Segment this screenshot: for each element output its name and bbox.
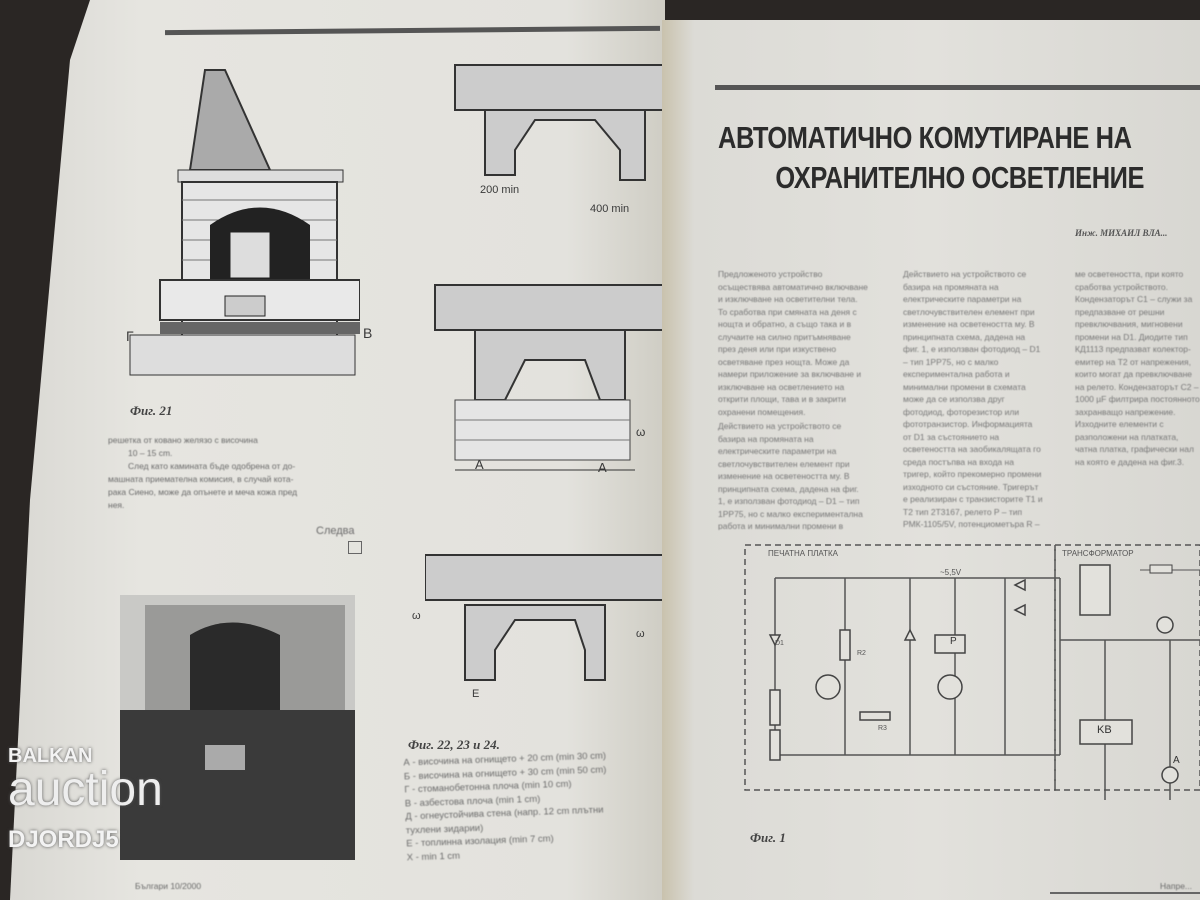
dim-omega: ω	[636, 425, 646, 439]
article-title: АВТОМАТИЧНО КОМУТИРАНЕ НА ОХРАНИТЕЛНО ОС…	[718, 118, 1145, 198]
dim-200: 200 min	[480, 184, 520, 196]
watermark-line-2: auction	[8, 763, 163, 816]
watermark-line-1: BALKAN	[8, 745, 93, 767]
article-column-1: Предложеното устройство осъществява авто…	[718, 268, 868, 530]
title-line-1: АВТОМАТИЧНО КОМУТИРАНЕ НА	[718, 120, 1132, 155]
relay-label: P	[950, 636, 957, 647]
title-line-2: ОХРАНИТЕЛНО ОСВЕТЛЕНИЕ	[775, 160, 1145, 195]
footer-rule	[1050, 892, 1200, 894]
fig22-caption: Фиг. 22, 23 и 24.	[408, 737, 500, 752]
fig22-24-drawings	[425, 64, 665, 681]
author: Инж. МИХАИЛ ВЛА...	[1075, 228, 1168, 238]
dim-omega-3: ω	[636, 628, 645, 640]
fig21-label-v: В	[363, 325, 373, 341]
right-footer: Напре...	[1160, 881, 1193, 891]
column-text: Действието на устройството се базира на …	[718, 421, 863, 530]
column-text: Предложеното устройство осъществява авто…	[718, 269, 868, 417]
right-header-rule	[715, 85, 1200, 90]
text-line: 10 – 15 cm.	[128, 448, 173, 458]
watermark-line-3: DJORDJ5	[8, 826, 119, 853]
column-text: Действието на устройството се базира на …	[903, 269, 1043, 529]
end-mark-icon	[348, 541, 362, 554]
r3-label: R3	[878, 725, 887, 732]
r2-label: R2	[857, 650, 866, 657]
continued-label: Следва	[316, 525, 355, 537]
dim-omega-2: ω	[412, 610, 421, 622]
fig21-fireplace-drawing	[129, 69, 360, 376]
d1-label: D1	[775, 640, 784, 647]
article-column-3: ме осветеността, при която сработва устр…	[1075, 268, 1200, 513]
text-line: машната приемателна комисия, в случай ко…	[108, 474, 294, 484]
fig22-legend: А - височина на огнището + 20 cm (min 30…	[403, 748, 662, 865]
text-line: рака Сиено, може да опънете и меча кожа …	[108, 487, 298, 497]
fireplace-photo	[120, 595, 355, 860]
left-body-text: решетка от ковано желязо с височина 10 –…	[108, 434, 378, 512]
text-line: решетка от ковано желязо с височина	[108, 435, 258, 445]
fig21-label-g: Г	[126, 328, 134, 344]
voltage-label: ~5,5V	[940, 568, 962, 577]
text-line: След като камината бъде одобрена от до-	[128, 461, 296, 471]
dim-a-right: A	[598, 460, 607, 475]
text-line: нея.	[108, 500, 125, 510]
fig21-caption: Фиг. 21	[130, 403, 173, 418]
dim-a-left: A	[475, 457, 484, 472]
transformer-label: ТРАНСФОРМАТОР	[1062, 549, 1134, 558]
article-column-2: Действието на устройството се базира на …	[903, 268, 1043, 530]
pcb-label: ПЕЧАТНА ПЛАТКА	[768, 549, 838, 558]
dim-e: E	[472, 688, 480, 700]
dim-400: 400 min	[590, 203, 630, 215]
contactor-label: KB	[1097, 724, 1112, 736]
right-page	[662, 20, 1200, 900]
fig1-caption: Фиг. 1	[750, 830, 786, 845]
circuit-schematic	[744, 544, 1200, 800]
left-footer: Българи 10/2000	[135, 881, 202, 891]
lamp-label: A	[1173, 755, 1180, 766]
column-text: ме осветеността, при която сработва устр…	[1075, 269, 1200, 467]
watermark-logo: BALKAN auction DJORDJ5	[8, 745, 163, 854]
